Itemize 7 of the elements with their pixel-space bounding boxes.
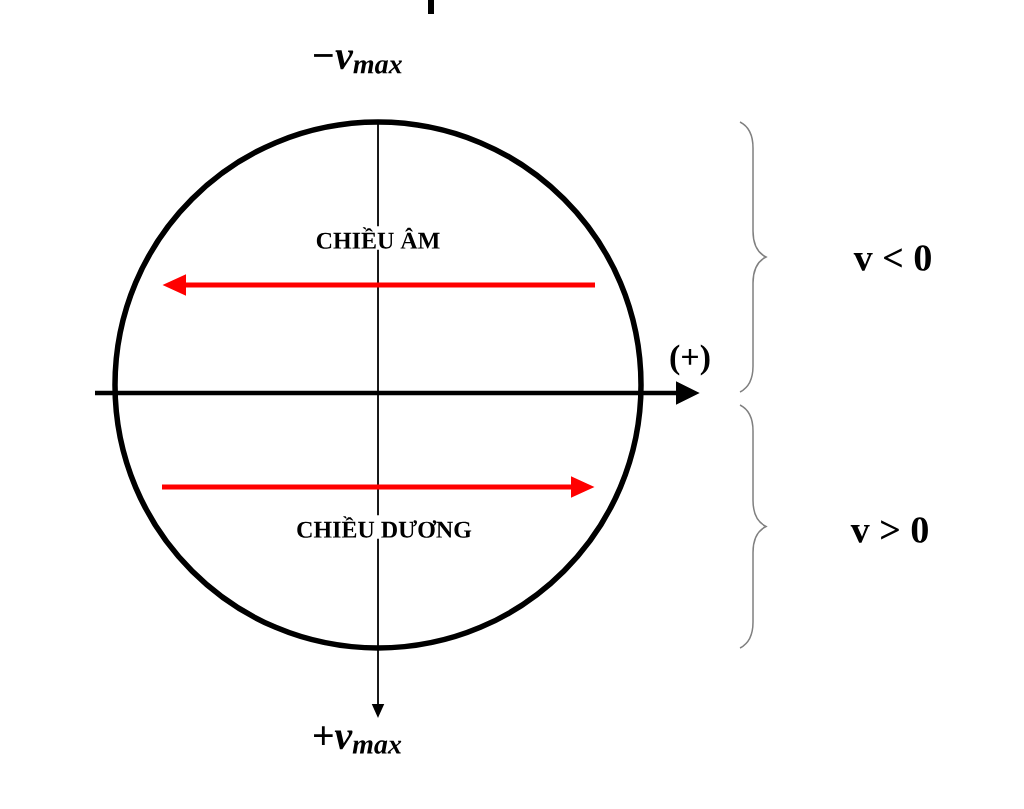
axis-label: −v$_{max}$ (314, 50, 402, 74)
axis-label: (+) (670, 344, 710, 376)
direction-label: CHIỀU DƯƠNG (295, 515, 473, 539)
axis-label: +v$_{max}$ (314, 726, 402, 754)
direction-label: CHIỀU ÂM (314, 226, 442, 250)
region-label: v < 0 (853, 245, 931, 271)
region-label: v > 0 (850, 517, 928, 543)
